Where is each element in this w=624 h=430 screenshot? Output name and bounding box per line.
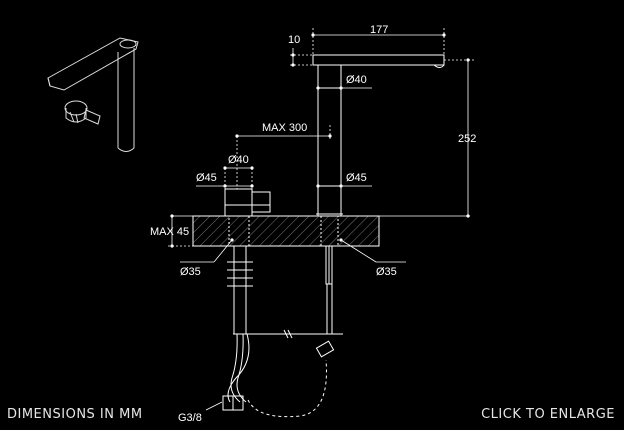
dim-left-hole-diameter: Ø35 xyxy=(180,266,201,278)
dim-spout-diameter: Ø40 xyxy=(346,74,367,86)
dim-right-hole-diameter: Ø35 xyxy=(376,266,397,278)
units-note: DIMENSIONS IN MM xyxy=(7,407,143,422)
enlarge-link[interactable]: CLICK TO ENLARGE xyxy=(481,407,615,422)
faucet-body xyxy=(312,54,445,285)
lever-valve xyxy=(224,188,271,335)
dimension-endpoints xyxy=(170,33,470,248)
supply-hoses xyxy=(222,284,343,418)
dim-hose-thread: G3/8 xyxy=(178,412,202,424)
dim-max-deck-thickness: MAX 45 xyxy=(150,226,189,238)
dim-outlet-height: 252 xyxy=(458,133,476,145)
tap-thumbnail xyxy=(47,37,139,152)
dim-spout-thickness: 10 xyxy=(288,34,300,46)
dim-max-reach: MAX 300 xyxy=(262,122,307,134)
dim-spout-length: 177 xyxy=(370,24,388,36)
dim-body-diameter: Ø45 xyxy=(346,172,367,184)
dim-lever-base-diameter: Ø45 xyxy=(196,172,217,184)
dim-lever-diameter: Ø40 xyxy=(228,154,249,166)
